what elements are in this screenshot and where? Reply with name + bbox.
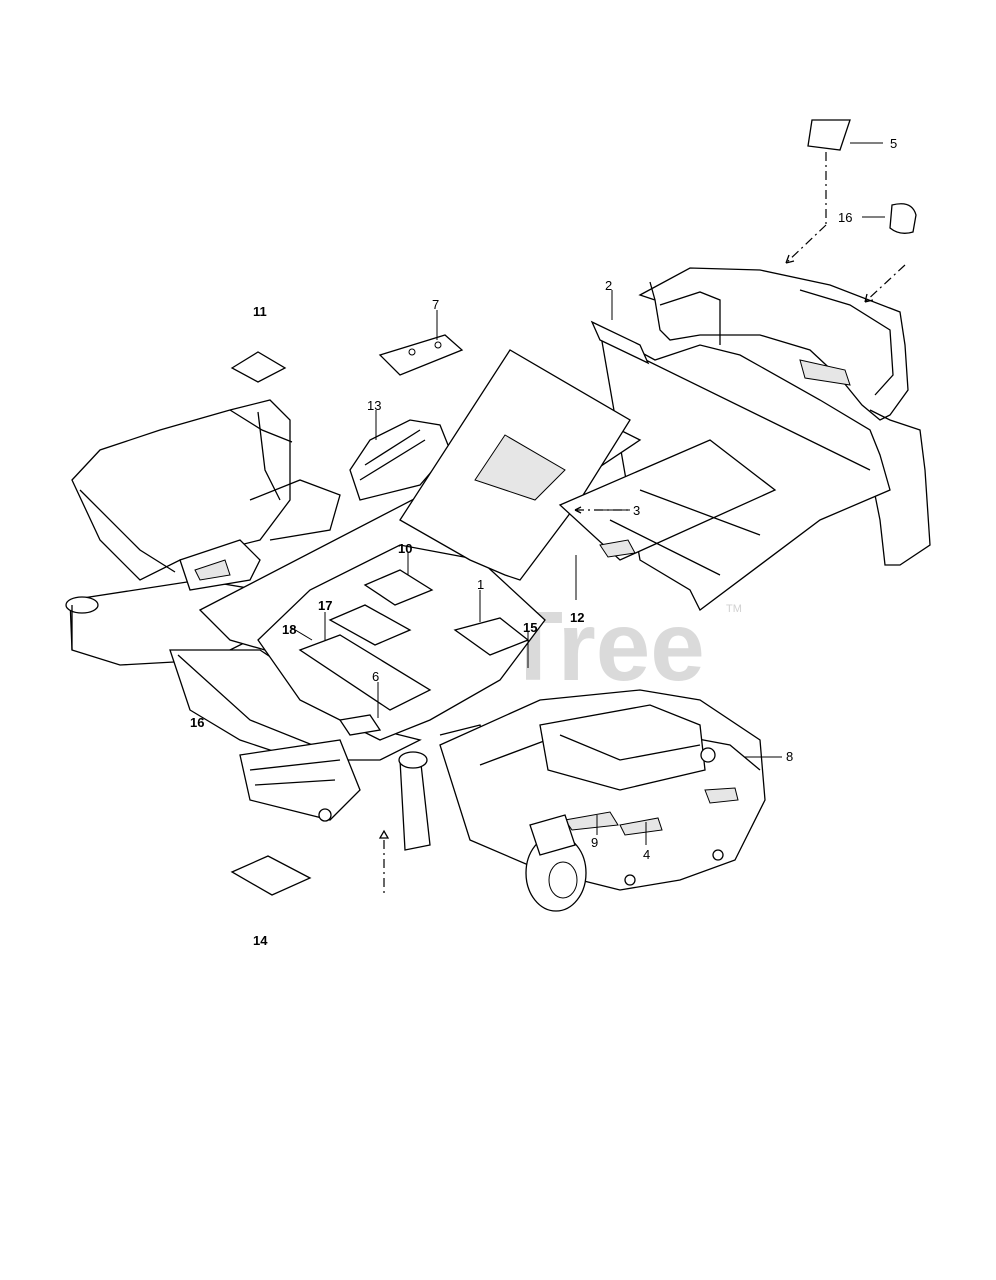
leader-lines bbox=[291, 142, 885, 845]
decal-11-part bbox=[230, 351, 287, 383]
body-panel bbox=[399, 349, 777, 581]
engine-tower bbox=[349, 419, 451, 501]
callout-2: 2 bbox=[605, 278, 612, 293]
callout-4: 4 bbox=[643, 847, 650, 862]
floor-pan bbox=[257, 544, 546, 741]
decal-16-oval-part bbox=[889, 203, 917, 234]
seat bbox=[71, 399, 293, 581]
callout-7: 7 bbox=[432, 297, 439, 312]
front-wheel bbox=[525, 814, 587, 912]
callout-16-lower: 16 bbox=[190, 715, 204, 730]
mower-deck bbox=[439, 689, 766, 891]
discharge-chute bbox=[239, 739, 361, 822]
callout-16-upper: 16 bbox=[838, 210, 852, 225]
decal-5-part bbox=[807, 119, 851, 151]
rear-fender bbox=[638, 267, 931, 566]
control-lever-assembly bbox=[179, 479, 341, 591]
decal-14-part bbox=[230, 855, 312, 896]
callout-6: 6 bbox=[372, 669, 379, 684]
callout-5: 5 bbox=[890, 136, 897, 151]
watermark-trademark: TM bbox=[726, 603, 742, 615]
callout-12: 12 bbox=[570, 610, 584, 625]
callout-10: 10 bbox=[398, 541, 412, 556]
callout-18: 18 bbox=[282, 622, 296, 637]
callout-11: 11 bbox=[253, 304, 267, 319]
callout-1: 1 bbox=[477, 577, 484, 592]
callout-8: 8 bbox=[786, 749, 793, 764]
callout-17: 17 bbox=[318, 598, 332, 613]
decal-7-part bbox=[378, 334, 464, 376]
callout-9: 9 bbox=[591, 835, 598, 850]
callout-labels: 5 16 2 7 11 13 3 10 1 17 12 15 18 6 16 8… bbox=[190, 136, 897, 948]
callout-15: 15 bbox=[523, 620, 537, 635]
callout-3: 3 bbox=[633, 503, 640, 518]
dash-leaders-upper bbox=[785, 152, 906, 303]
callout-14: 14 bbox=[253, 933, 268, 948]
callout-13: 13 bbox=[367, 398, 381, 413]
decal-2-part bbox=[590, 320, 650, 365]
